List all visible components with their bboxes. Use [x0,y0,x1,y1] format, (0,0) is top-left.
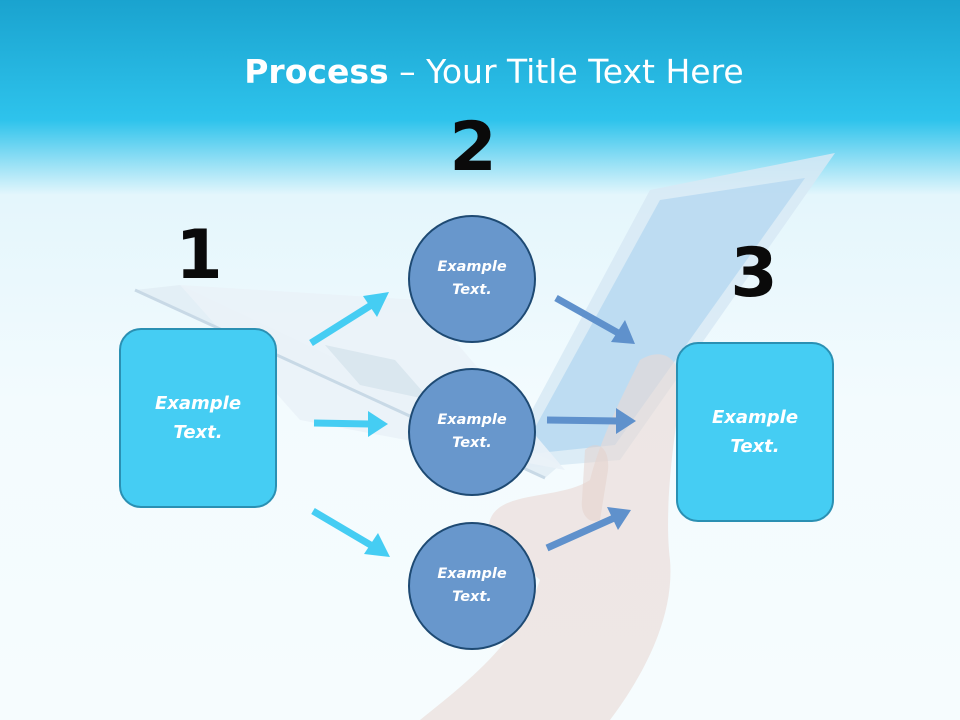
step-2-circle-top: Example Text. [408,215,536,343]
step-1-box: Example Text. [119,328,277,508]
title-rest: – Your Title Text Here [388,52,744,91]
arrow-2-to-3-middle [546,408,636,434]
arrow-1-to-2-top [309,292,389,346]
slide-title: Process – Your Title Text Here [0,52,960,91]
step-2-circle-top-text: Example Text. [437,259,507,298]
arrow-2-to-3-top [554,294,635,344]
step-2-circle-middle: Example Text. [408,368,536,496]
step-2-circle-middle-text: Example Text. [437,412,507,451]
step-3-box-text: Example Text. [711,407,799,457]
title-bold: Process [244,52,389,91]
arrow-2-to-3-bottom [545,507,631,552]
arrow-1-to-2-middle [313,411,388,437]
step-2-number: 2 [449,108,497,187]
step-2-circle-bottom-text: Example Text. [437,566,507,605]
step-1-box-text: Example Text. [154,393,242,443]
step-1-number: 1 [175,216,223,295]
arrow-1-to-2-bottom [311,507,390,557]
step-3-box: Example Text. [676,342,834,522]
step-3-number: 3 [730,234,778,313]
step-2-circle-bottom: Example Text. [408,522,536,650]
